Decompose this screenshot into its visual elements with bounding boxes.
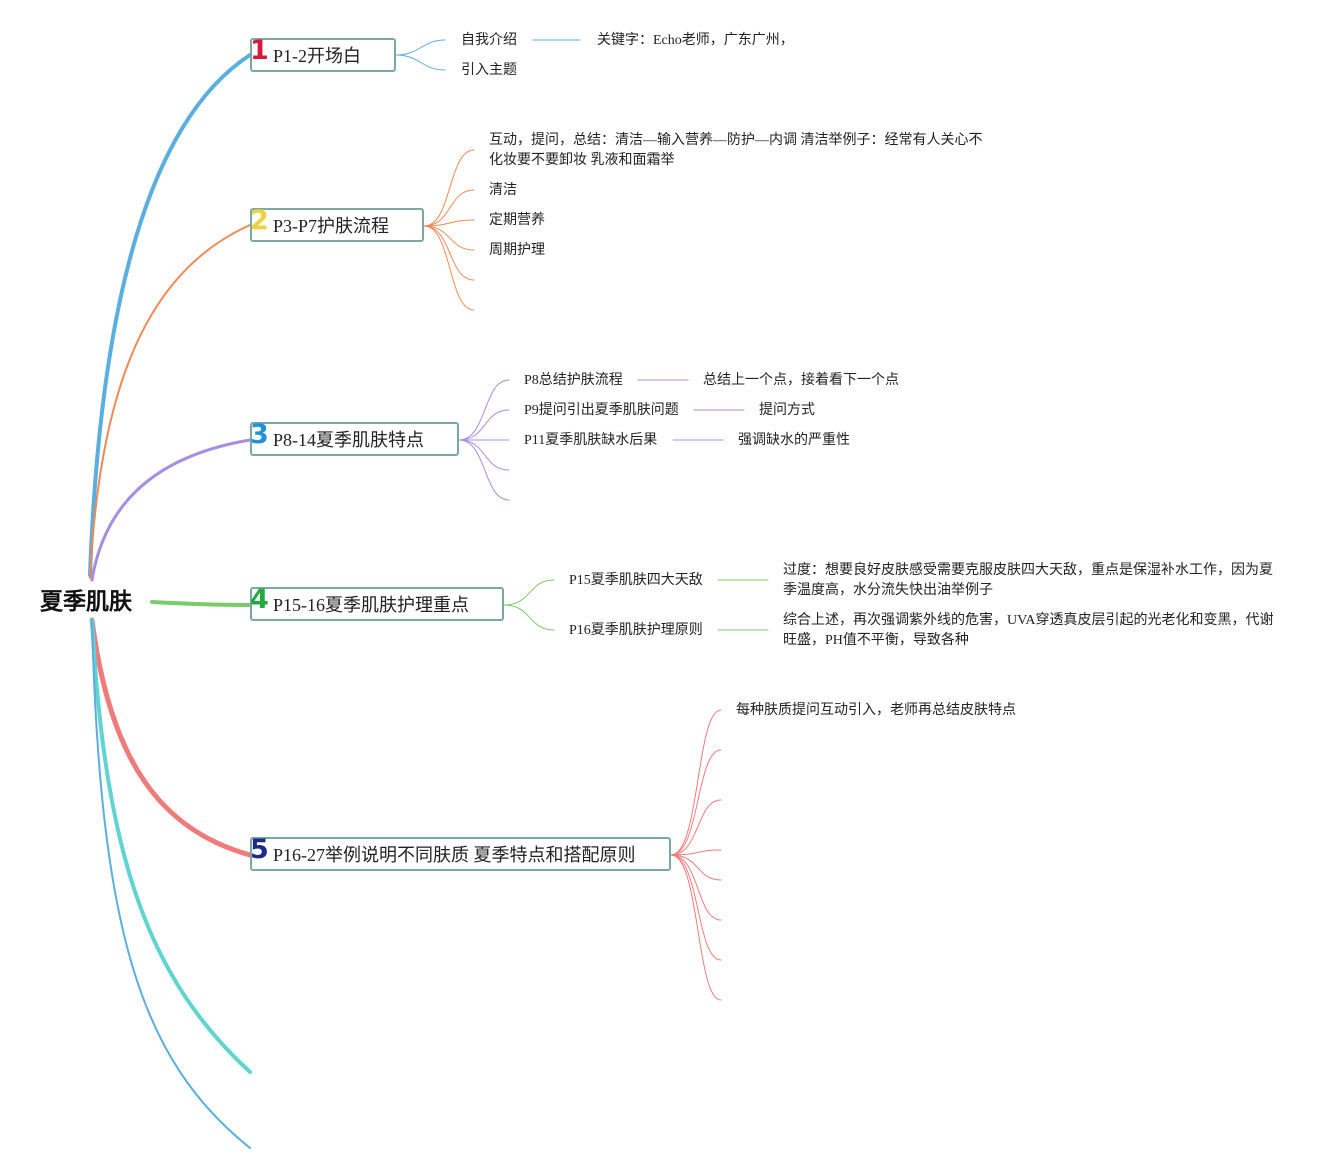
link-2-5 (423, 225, 475, 281)
topic-5-label: P16-27举例说明不同肤质 夏季特点和搭配原则 (273, 845, 636, 865)
link-3-2 (458, 409, 510, 441)
topic-2-child-1[interactable]: 互动，提问，总结：清洁—输入营养—防护—内调 清洁举例子：经常有人关心不化妆要不… (489, 133, 983, 168)
branch-4 (150, 600, 252, 607)
link-5-6 (670, 854, 722, 921)
link-5-4 (670, 849, 722, 856)
topic-1-child-2[interactable]: 引入主题 (461, 63, 517, 78)
topic-2-label: P3-P7护肤流程 (273, 216, 390, 236)
number-3-icon: 3 (250, 419, 269, 450)
topic-1-child-1-note[interactable]: 关键字：Echo老师，广东广州， (597, 33, 794, 48)
topic-2[interactable]: 2 P3-P7护肤流程 (250, 205, 424, 242)
link-5-3 (670, 799, 722, 856)
topic-3-child-2[interactable]: P9提问引出夏季肌肤问题 (524, 403, 679, 418)
topic-3-label: P8-14夏季肌肤特点 (273, 430, 425, 450)
topic-4-child-1[interactable]: P15夏季肌肤四大天敌 (569, 573, 703, 588)
link-2-2 (423, 189, 475, 227)
topic-2-child-2[interactable]: 清洁 (489, 183, 517, 198)
link-3-5 (458, 439, 510, 501)
topic-4-child-2-note[interactable]: 综合上述，再次强调紫外线的危害，UVA穿透真皮层引起的光老化和变黑，代谢旺盛，P… (783, 613, 1274, 648)
link-4-1 (503, 579, 555, 606)
topic-1-label: P1-2开场白 (273, 46, 362, 66)
branch-extra-1 (90, 618, 252, 1074)
link-2-1 (423, 149, 475, 227)
link-5-7 (670, 854, 722, 961)
topic-3-child-1-note[interactable]: 总结上一个点，接着看下一个点 (703, 373, 899, 388)
topic-3-child-2-note[interactable]: 提问方式 (759, 403, 815, 418)
link-3-1 (458, 379, 510, 441)
topic-4-child-2[interactable]: P16夏季肌肤护理原则 (569, 623, 703, 638)
link-4-2 (503, 604, 555, 631)
topic-3-child-3[interactable]: P11夏季肌肤缺水后果 (524, 433, 658, 448)
branch-2 (89, 224, 251, 579)
link-3-4 (458, 439, 510, 471)
link-1-1 (395, 39, 446, 56)
link-5-2 (670, 749, 722, 856)
link-2-4 (423, 225, 475, 251)
topic-4[interactable]: 4 P15-16夏季肌肤护理重点 (250, 584, 504, 621)
topic-1[interactable]: 1 P1-2开场白 (250, 35, 396, 72)
link-5-5 (670, 854, 722, 881)
topic-4-label: P15-16夏季肌肤护理重点 (273, 595, 470, 615)
number-2-icon: 2 (250, 205, 269, 236)
link-5-1 (670, 709, 722, 856)
number-4-icon: 4 (250, 584, 269, 615)
branch-extra-2 (91, 619, 251, 1149)
topic-2-child-4[interactable]: 周期护理 (489, 243, 545, 258)
topic-3[interactable]: 3 P8-14夏季肌肤特点 (250, 419, 459, 456)
topic-3-child-1[interactable]: P8总结护肤流程 (524, 373, 623, 388)
topic-5-child-1[interactable]: 每种肤质提问互动引入，老师再总结皮肤特点 (736, 703, 1016, 718)
topic-3-child-3-note[interactable]: 强调缺水的严重性 (738, 433, 850, 448)
number-1-icon: 1 (250, 35, 269, 66)
link-1-2 (395, 54, 446, 71)
link-5-8 (670, 854, 722, 1001)
branch-1 (88, 53, 252, 577)
link-2-3 (423, 219, 475, 227)
root-topic[interactable]: 夏季肌肤 (40, 589, 132, 615)
topic-5[interactable]: 5 P16-27举例说明不同肤质 夏季特点和搭配原则 (250, 834, 671, 871)
topic-4-child-1-note[interactable]: 过度：想要良好皮肤感受需要克服皮肤四大天敌，重点是保湿补水工作，因为夏季温度高，… (783, 563, 1273, 598)
branch-5 (89, 617, 253, 858)
link-2-6 (423, 225, 475, 311)
topic-2-child-3[interactable]: 定期营养 (489, 213, 545, 228)
number-5-icon: 5 (250, 834, 269, 865)
topic-1-child-1[interactable]: 自我介绍 (461, 33, 517, 48)
branch-3 (90, 438, 252, 582)
